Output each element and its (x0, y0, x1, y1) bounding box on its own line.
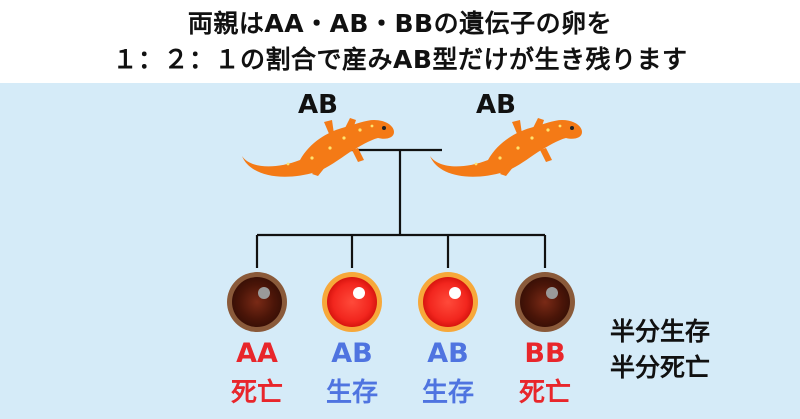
title-line-2: １：２：１の割合で産みAB型だけが生き残ります (112, 44, 688, 74)
offspring-genotype-ab-1: AB (331, 338, 373, 369)
offspring-fate-bb: 死亡 (518, 378, 571, 408)
family-tree-lines (255, 148, 547, 268)
offspring-genotype-aa: AA (236, 338, 278, 369)
parent-right-label: AB (476, 90, 516, 120)
offspring-fate-ab-2: 生存 (421, 378, 474, 408)
offspring-fate-ab-1: 生存 (325, 378, 378, 408)
egg-ab-2-icon (418, 272, 478, 332)
side-note-survive: 半分生存 (610, 317, 711, 346)
offspring-genotype-bb: BB (524, 338, 566, 369)
egg-bb-icon (515, 272, 575, 332)
parent-left-label: AB (298, 90, 338, 120)
parent-newt-right-icon (430, 118, 582, 177)
offspring-fate-aa: 死亡 (230, 378, 283, 408)
title-line-1: 両親はAA・AB・BBの遺伝子の卵を (187, 8, 613, 38)
egg-aa-icon (227, 272, 287, 332)
offspring-genotype-ab-2: AB (427, 338, 469, 369)
title-banner: 両親はAA・AB・BBの遺伝子の卵を １：２：１の割合で産みAB型だけが生き残り… (0, 0, 800, 83)
egg-ab-1-icon (322, 272, 382, 332)
parent-newt-left-icon (242, 118, 394, 177)
side-note-die: 半分死亡 (610, 353, 711, 382)
